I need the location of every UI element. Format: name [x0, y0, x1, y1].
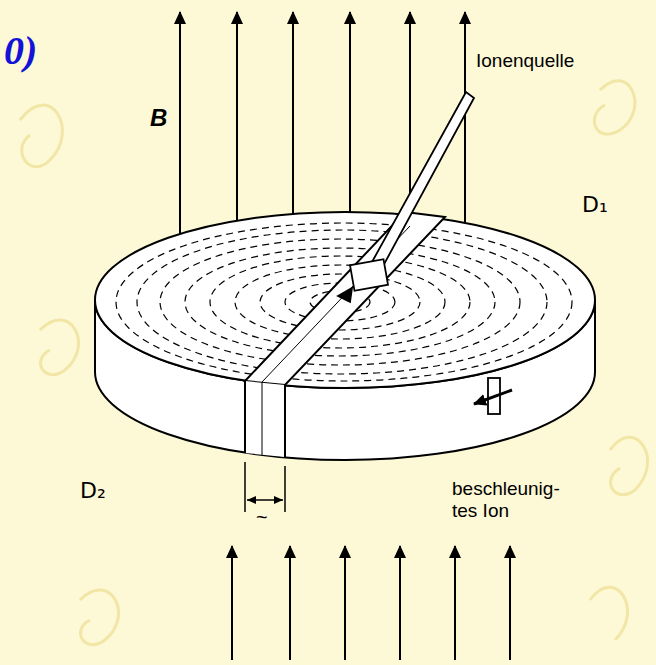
dee-edge	[244, 381, 246, 453]
bracket-tick	[284, 466, 286, 512]
background-swirls	[20, 81, 648, 645]
figure-number: 0)	[4, 28, 37, 74]
field-arrow	[509, 546, 511, 660]
field-arrow	[409, 12, 411, 215]
gap-front	[245, 381, 285, 457]
swirl	[590, 587, 628, 640]
swirl	[80, 590, 119, 645]
bracket-arrow	[247, 499, 283, 501]
field-arrow	[179, 12, 181, 234]
ion-source-rod	[372, 92, 474, 268]
dee-gap	[245, 212, 445, 385]
field-arrow	[399, 546, 401, 660]
ac-voltage-symbol: ~	[256, 506, 268, 529]
swirl	[610, 437, 648, 494]
swirl	[20, 105, 62, 167]
part-label: Ionenquelle	[476, 50, 574, 72]
field-arrow	[454, 546, 456, 660]
dee-label: D₁	[582, 192, 608, 217]
swirl	[594, 81, 634, 134]
ion-source-box	[350, 259, 388, 291]
dee-top-surface	[95, 212, 595, 388]
exit-arrow	[474, 390, 512, 404]
field-arrow	[231, 546, 233, 660]
bracket-tick	[244, 462, 246, 512]
part-label: beschleunig- tes Ion	[452, 478, 574, 522]
field-arrows-top	[180, 12, 465, 234]
field-arrow	[292, 12, 294, 214]
dee-label: D₂	[80, 478, 106, 503]
field-symbol: B	[150, 104, 167, 132]
gap-inner-wall	[262, 382, 263, 455]
field-arrows-bottom	[232, 546, 510, 660]
field-arrow	[289, 546, 291, 660]
field-arrow	[349, 12, 351, 212]
field-arrow	[236, 12, 238, 220]
ion-source-tip	[338, 288, 352, 302]
voltage-bracket	[245, 462, 285, 512]
swirl	[40, 320, 79, 375]
dee-edge	[284, 385, 286, 457]
ion-source	[338, 92, 474, 302]
field-arrow	[344, 546, 346, 660]
